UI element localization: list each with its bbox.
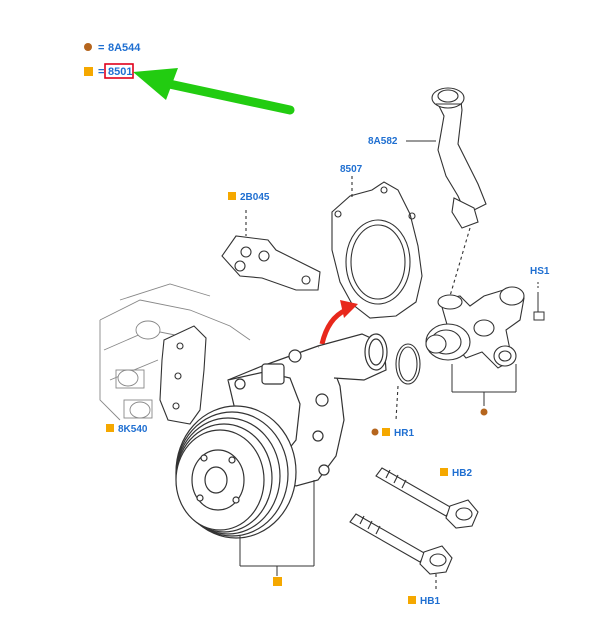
callout-8a582[interactable]: 8A582 bbox=[368, 136, 398, 147]
legend-code-8501[interactable]: 8501 bbox=[108, 66, 132, 78]
bolt-hs1 bbox=[533, 282, 545, 321]
circle-marker bbox=[371, 428, 379, 436]
group-bracket bbox=[239, 480, 315, 576]
callout-hs1[interactable]: HS1 bbox=[530, 266, 550, 277]
bolt-hb1 bbox=[349, 513, 453, 590]
legend-square-marker bbox=[84, 67, 93, 76]
legend-equals: = bbox=[98, 66, 104, 78]
callout-hr1[interactable]: HR1 bbox=[394, 428, 414, 439]
square-marker bbox=[228, 192, 236, 200]
pulley bbox=[175, 405, 297, 539]
callout-8k540[interactable]: 8K540 bbox=[118, 424, 148, 435]
thermostat-housing bbox=[425, 286, 525, 369]
square-marker bbox=[382, 428, 390, 436]
square-marker bbox=[440, 468, 448, 476]
circle-marker bbox=[480, 408, 488, 416]
green-arrow-icon bbox=[133, 68, 295, 115]
hose-8a582 bbox=[406, 87, 487, 297]
gasket-8507 bbox=[331, 176, 423, 319]
legend: = 8A544 = 8501 bbox=[84, 42, 141, 79]
bracket-8k540 bbox=[159, 325, 207, 425]
red-arrow-icon bbox=[319, 300, 358, 345]
gasket-2b045 bbox=[221, 210, 321, 291]
group-bracket bbox=[451, 364, 517, 406]
callout-8507[interactable]: 8507 bbox=[340, 164, 363, 175]
engine-block bbox=[99, 283, 251, 421]
bolt-hb2 bbox=[375, 467, 479, 529]
legend-circle-marker bbox=[84, 43, 92, 51]
square-marker bbox=[273, 577, 282, 586]
square-marker bbox=[106, 424, 114, 432]
callout-2b045[interactable]: 2B045 bbox=[240, 192, 270, 203]
legend-code-8a544[interactable]: 8A544 bbox=[108, 42, 141, 54]
square-marker bbox=[408, 596, 416, 604]
callout-hb1[interactable]: HB1 bbox=[420, 596, 440, 607]
legend-equals: = bbox=[98, 42, 104, 54]
highlight-box bbox=[104, 63, 134, 79]
callout-hb2[interactable]: HB2 bbox=[452, 468, 472, 479]
oring-hr1 bbox=[395, 343, 421, 421]
